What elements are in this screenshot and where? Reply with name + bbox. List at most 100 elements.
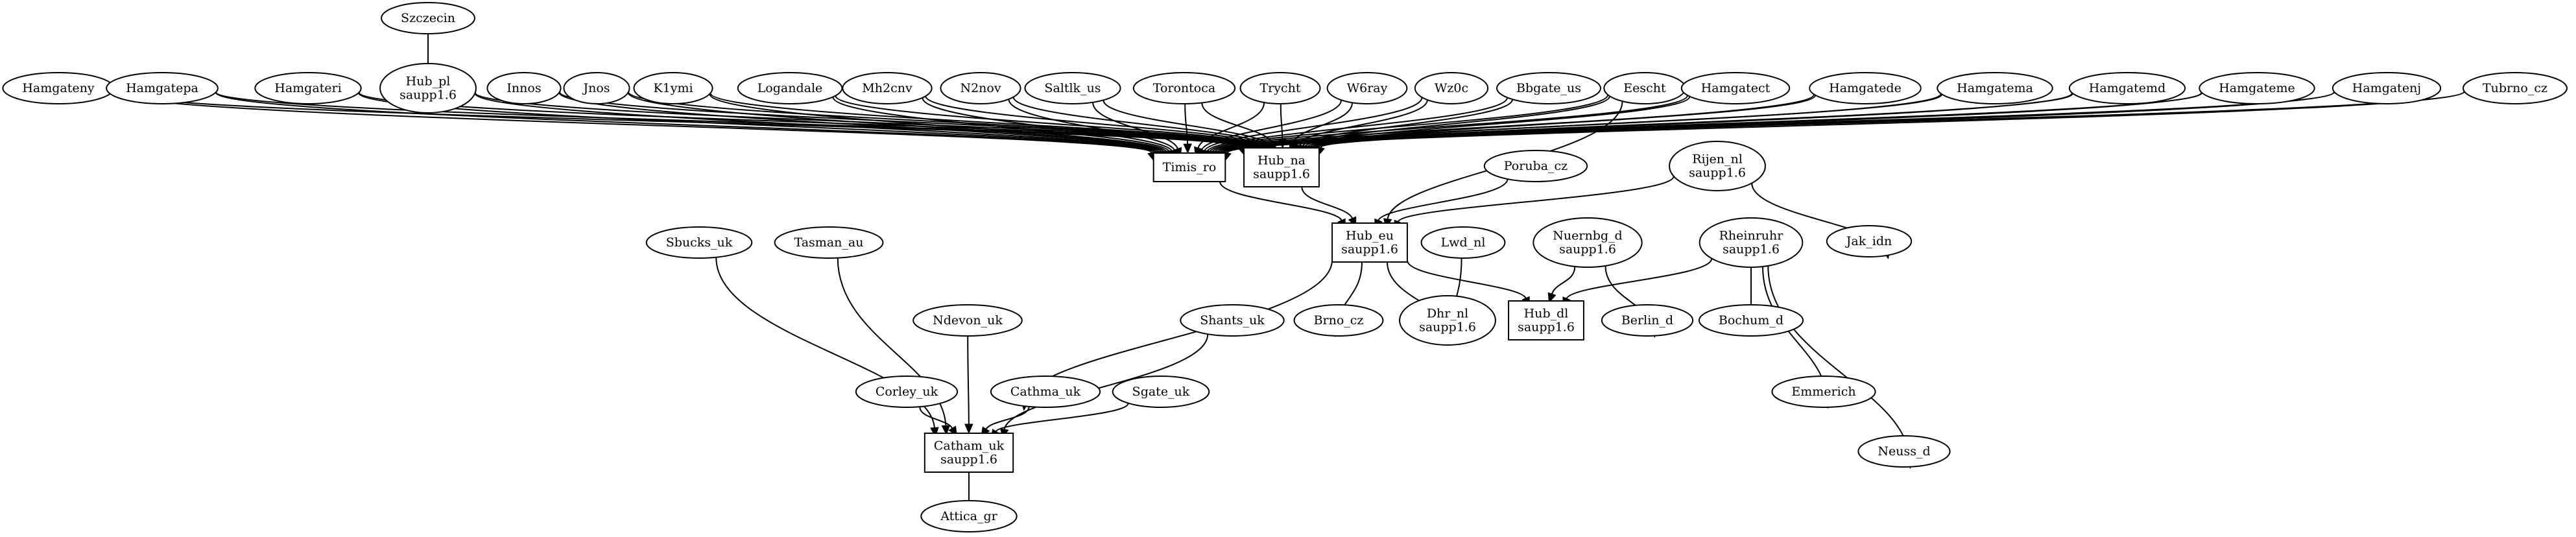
edge-line bbox=[1209, 94, 1609, 152]
edge-arrowhead bbox=[1183, 143, 1192, 154]
node-label: Dhr_nl bbox=[1427, 307, 1468, 321]
node-sublabel: saupp1.6 bbox=[1689, 166, 1746, 180]
edge-line bbox=[710, 93, 1259, 148]
node-ellipse bbox=[1399, 295, 1496, 346]
node-label: Hamgatepa bbox=[126, 81, 198, 95]
node-wz0c: Wz0c bbox=[1414, 72, 1489, 104]
node-ellipse bbox=[842, 72, 933, 104]
node-label: Lwd_nl bbox=[1441, 235, 1486, 250]
node-label: Hamgatemd bbox=[2089, 81, 2165, 95]
edge-line bbox=[1204, 97, 1423, 152]
edge-line bbox=[1092, 102, 1178, 149]
node-label: Jnos bbox=[582, 81, 610, 95]
edge-line bbox=[627, 92, 1165, 153]
node-label: Trycht bbox=[1259, 81, 1300, 95]
edge-line bbox=[215, 91, 1246, 149]
node-ndevon-uk: Ndevon_uk bbox=[912, 304, 1023, 337]
node-shants-uk: Shants_uk bbox=[1180, 304, 1285, 337]
node-ellipse bbox=[774, 226, 884, 259]
node-ellipse bbox=[1698, 304, 1804, 337]
node-ellipse bbox=[645, 226, 753, 259]
node-label: Logandale bbox=[757, 81, 823, 95]
node-label: Tubrno_cz bbox=[2483, 81, 2547, 95]
node-label: Hub_dl bbox=[1524, 307, 1569, 321]
node-ellipse bbox=[1809, 72, 1922, 104]
node-label: Sbucks_uk bbox=[666, 235, 733, 250]
node-label: W6ray bbox=[1347, 81, 1388, 95]
node-hamgatede: Hamgatede bbox=[1809, 72, 1922, 104]
node-label: Attica_gr bbox=[940, 509, 997, 523]
node-hamgatema: Hamgatema bbox=[1937, 72, 2053, 104]
node-label: Nuernbg_d bbox=[1553, 229, 1622, 243]
node-ellipse bbox=[2068, 72, 2186, 104]
node-trycht: Trycht bbox=[1239, 72, 1321, 104]
node-sbucks-uk: Sbucks_uk bbox=[645, 226, 753, 259]
node-label: Catham_uk bbox=[934, 439, 1005, 453]
node-label: Jak_idn bbox=[1845, 234, 1892, 248]
node-label: Brno_cz bbox=[1314, 313, 1364, 328]
node-label: Rijen_nl bbox=[1692, 152, 1743, 167]
node-label: Eescht bbox=[1623, 81, 1666, 95]
node-ellipse bbox=[1601, 304, 1694, 337]
edges-layer bbox=[111, 34, 2465, 533]
node-emmerich: Emmerich bbox=[1771, 376, 1876, 408]
edge-line bbox=[1406, 260, 1527, 299]
node-label: Hamgateri bbox=[274, 81, 341, 95]
edge-line bbox=[1767, 265, 1911, 460]
node-ellipse bbox=[1680, 72, 1791, 104]
node-neuss-d: Neuss_d bbox=[1857, 435, 1951, 468]
node-tubrno-cz: Tubrno_cz bbox=[2463, 72, 2568, 104]
edge-line bbox=[1211, 95, 1688, 152]
node-ellipse bbox=[2199, 72, 2315, 104]
edge-corley-uk-to-catham-uk bbox=[919, 406, 958, 437]
node-poruba-cz: Poruba_cz bbox=[1483, 150, 1588, 182]
edge-line bbox=[474, 93, 1160, 153]
node-ellipse bbox=[1669, 141, 1766, 191]
edge-line bbox=[1206, 97, 1509, 152]
node-hamgateny: Hamgateny bbox=[2, 72, 115, 104]
node-label: Hub_pl bbox=[406, 75, 451, 89]
node-ellipse bbox=[633, 72, 713, 104]
node-hamgatenj: Hamgatenj bbox=[2332, 72, 2442, 104]
edge-line bbox=[1397, 176, 1675, 222]
node-ellipse bbox=[990, 376, 1101, 408]
node-jnos: Jnos bbox=[563, 72, 630, 104]
node-sublabel: saupp1.6 bbox=[1253, 167, 1310, 182]
edge-line bbox=[1566, 258, 1713, 299]
node-ellipse bbox=[1180, 304, 1285, 337]
node-label: Mh2cnv bbox=[862, 81, 912, 95]
node-label: Saltlk_us bbox=[1044, 81, 1101, 95]
node-saltlk-us: Saltlk_us bbox=[1024, 72, 1121, 104]
node-box bbox=[924, 433, 1014, 473]
edge-arrowhead bbox=[941, 425, 951, 436]
node-label: Sgate_uk bbox=[1132, 385, 1190, 399]
edge-line bbox=[1201, 99, 1342, 150]
node-label: Berlin_d bbox=[1621, 313, 1673, 328]
node-bochum-d: Bochum_d bbox=[1698, 304, 1804, 337]
edge-line bbox=[1551, 266, 1576, 294]
node-ellipse bbox=[106, 72, 219, 104]
node-label: Hamgatede bbox=[1829, 81, 1902, 95]
node-label: Szczecin bbox=[401, 11, 455, 25]
edge-line bbox=[1184, 103, 1189, 145]
edge-tasman-au-to-catham-uk bbox=[837, 257, 951, 436]
node-ellipse bbox=[1112, 376, 1210, 408]
node-label: Rheinruhr bbox=[1719, 229, 1784, 243]
node-label: Hamgatenj bbox=[2352, 81, 2421, 95]
node-hamgatepa: Hamgatepa bbox=[106, 72, 219, 104]
edge-line bbox=[1219, 181, 1342, 221]
edge-sbucks-uk-to-catham-uk bbox=[715, 257, 939, 438]
node-hamgatect: Hamgatect bbox=[1680, 72, 1791, 104]
edge-hub-na-to-hub-eu bbox=[1301, 186, 1357, 228]
node-label: Hamgatema bbox=[1957, 81, 2033, 95]
edge-line bbox=[967, 335, 970, 425]
node-label: Neuss_d bbox=[1878, 444, 1930, 459]
node-ellipse bbox=[1496, 72, 1601, 104]
node-tasman-au: Tasman_au bbox=[774, 226, 884, 259]
node-label: Hub_na bbox=[1258, 154, 1306, 168]
node-ellipse bbox=[920, 500, 1018, 532]
